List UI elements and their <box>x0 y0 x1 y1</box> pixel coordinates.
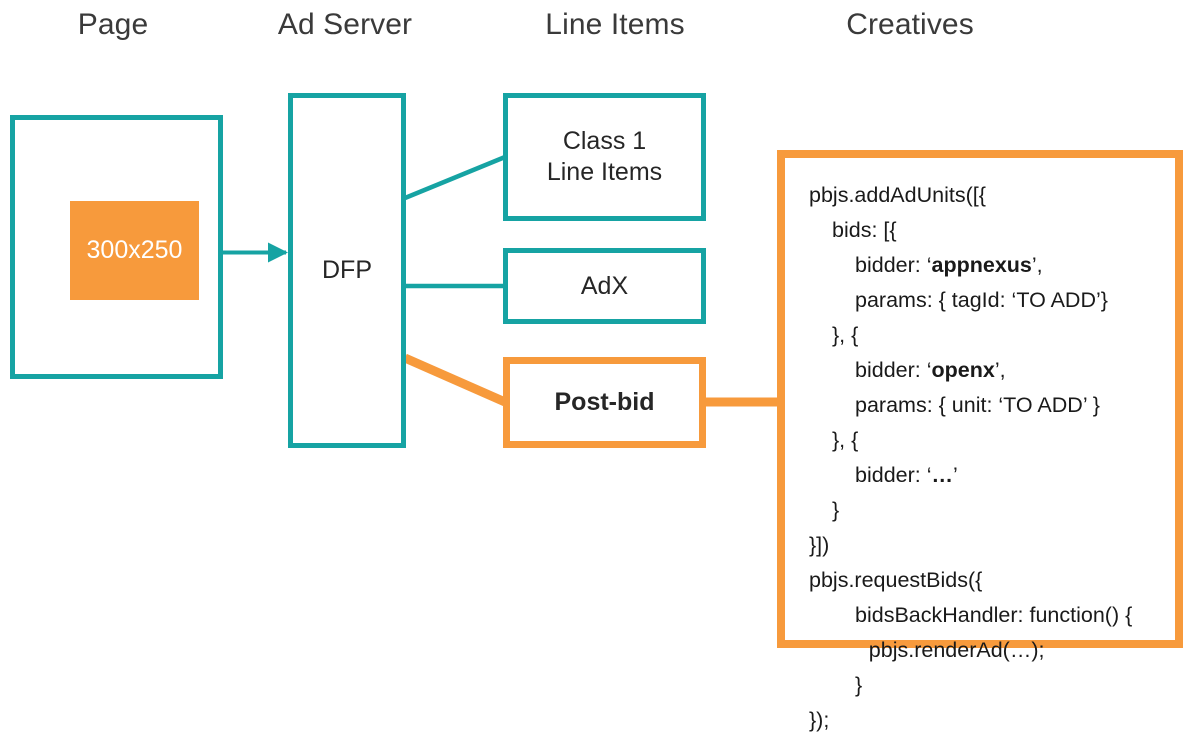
class1-line-items-box: Class 1 Line Items <box>503 93 706 221</box>
code-line: } <box>832 498 840 522</box>
creative-code-panel: pbjs.addAdUnits([{ bids: [{ bidder: ‘appne… <box>777 150 1183 732</box>
adx-label: AdX <box>580 271 629 300</box>
class1-label-line2: Line Items <box>546 158 663 186</box>
code-line: } <box>855 673 863 697</box>
ad-slot-300x250: 300x250 <box>70 201 199 300</box>
column-heading-page: Page <box>77 8 149 41</box>
code-line: bids: [{ <box>832 218 897 242</box>
post-bid-box: Post-bid <box>503 357 706 448</box>
code-line: params: { unit: ‘TO ADD’ } <box>855 393 1100 417</box>
code-line: bidsBackHandler: function() { <box>855 603 1133 627</box>
dfp-label: DFP <box>322 256 372 284</box>
code-line: params: { tagId: ‘TO ADD’} <box>855 288 1108 312</box>
column-heading-ad-server: Ad Server <box>277 8 413 41</box>
code-bidder-name: … <box>931 463 954 487</box>
code-line: pbjs.requestBids({ <box>809 568 983 592</box>
code-line: }, { <box>832 323 859 347</box>
code-line: bidder: ‘appnexus’, <box>855 253 1043 277</box>
adx-box: AdX <box>503 248 706 324</box>
code-line: }, { <box>832 428 859 452</box>
code-bidder-name: appnexus <box>931 253 1032 277</box>
code-listing: pbjs.addAdUnits([{ bids: [{ bidder: ‘appne… <box>809 178 1169 738</box>
code-line: pbjs.addAdUnits([{ <box>809 183 986 207</box>
code-line: bidder: ‘…’ <box>855 463 958 487</box>
dfp-box: DFP <box>288 93 406 448</box>
connector-dfp-to-postbid <box>403 353 507 407</box>
column-heading-line-items: Line Items <box>545 8 685 41</box>
class1-label-line1: Class 1 <box>562 127 647 155</box>
connector-layer <box>199 154 781 407</box>
code-line: }]) <box>809 533 830 557</box>
diagram-canvas: Page Ad Server Line Items Creatives 300x… <box>10 8 1183 732</box>
code-line: pbjs.renderAd(…); <box>868 638 1045 662</box>
column-heading-creatives: Creatives <box>846 8 974 41</box>
code-bidder-name: openx <box>931 358 995 382</box>
code-line: bidder: ‘openx’, <box>855 358 1006 382</box>
post-bid-label: Post-bid <box>554 388 655 416</box>
code-line: }); <box>809 708 830 732</box>
connector-dfp-to-class1 <box>404 154 506 201</box>
ad-slot-label: 300x250 <box>86 236 183 264</box>
